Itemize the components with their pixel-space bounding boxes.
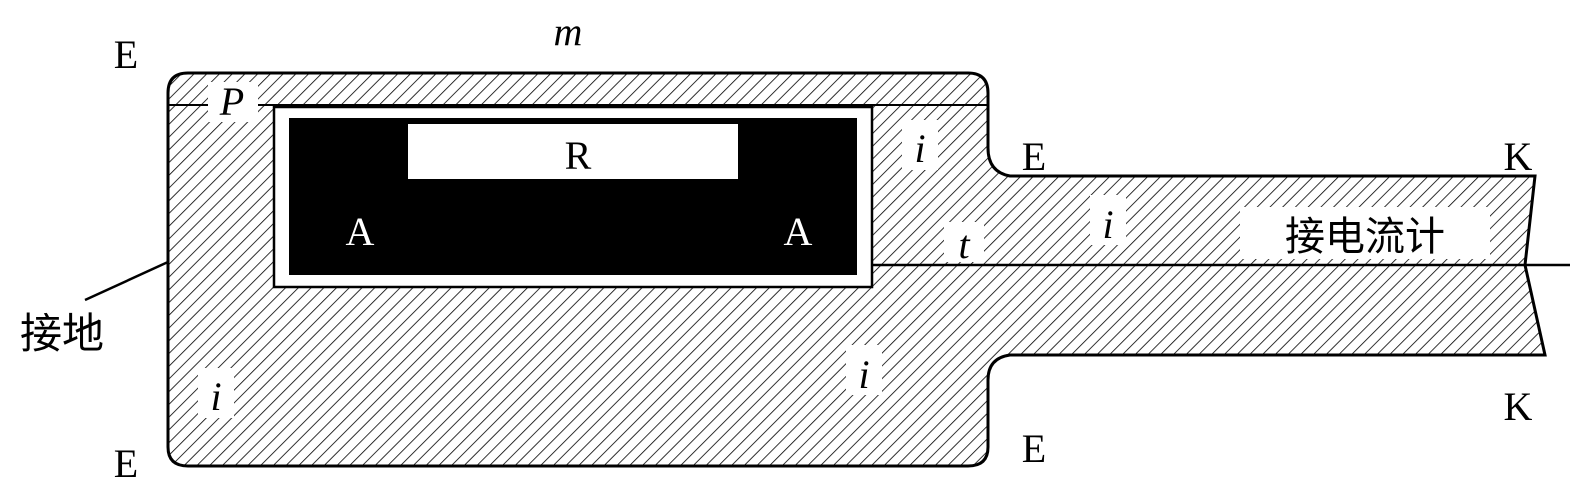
- label-bg-i3: [846, 345, 882, 395]
- mass-label: m: [554, 9, 583, 54]
- ground-label: 接地: [20, 309, 104, 358]
- ground-leader: [84, 260, 169, 302]
- stem-end-top-label: K: [1504, 134, 1533, 179]
- block-right-label: A: [784, 209, 813, 254]
- corner-top-left-label: E: [114, 32, 138, 77]
- insulation-bottom-left-label: i: [210, 374, 221, 419]
- stem-end-bottom-label: K: [1504, 384, 1533, 429]
- neck-bottom-label: E: [1022, 426, 1046, 471]
- insulation-stem-label: i: [1102, 202, 1113, 247]
- galvanometer-label: 接电流计: [1285, 214, 1445, 260]
- thread-label: t: [958, 222, 970, 267]
- insulation-bottom-mid-label: i: [858, 352, 869, 397]
- block-left-label: A: [346, 209, 375, 254]
- inner-block-label: R: [565, 133, 592, 178]
- point-p-label: P: [219, 79, 244, 124]
- neck-top-label: E: [1022, 134, 1046, 179]
- label-bg-i4: [198, 368, 234, 418]
- inner-rect-r: [408, 124, 738, 179]
- label-bg-t: [944, 222, 984, 262]
- label-bg-p: [208, 82, 258, 122]
- insulation-upper-right-label: i: [914, 126, 925, 171]
- label-bg-i2: [1090, 195, 1126, 245]
- label-bg-i1: [902, 120, 938, 170]
- corner-bottom-left-label: E: [114, 441, 138, 486]
- label-bg-galv: [1240, 207, 1490, 259]
